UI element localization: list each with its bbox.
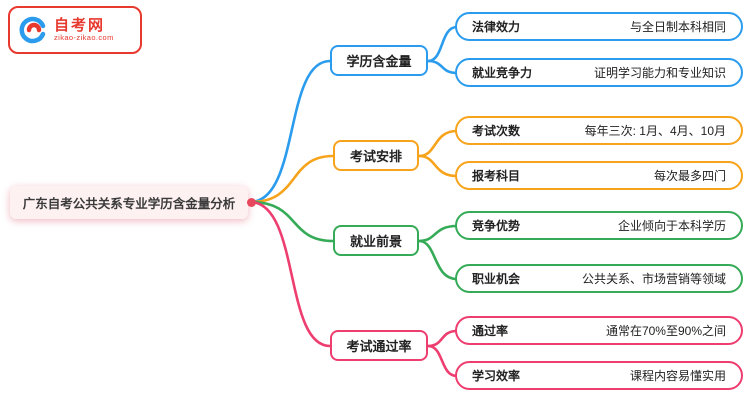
connector-root-to-pass-rate [249, 200, 332, 348]
leaf-study-efficiency: 学习效率 课程内容易懂实用 [455, 361, 743, 390]
leaf-value: 通常在70%至90%之间 [605, 324, 726, 338]
logo-icon [19, 16, 47, 44]
connector-passrate-to-efficiency [426, 344, 459, 378]
leaf-label: 职业机会 [472, 272, 521, 286]
leaf-label: 就业竞争力 [472, 66, 533, 80]
connector-career-to-opportunities [417, 239, 459, 281]
connector-root-to-exam-schedule [249, 154, 335, 204]
leaf-legal-effect: 法律效力 与全日制本科相同 [455, 12, 743, 41]
leaf-label: 法律效力 [472, 20, 521, 34]
branch-career-prospects: 就业前景 [333, 225, 419, 256]
leaf-value: 每年三次: 1月、4月、10月 [584, 124, 726, 138]
connector-degree-value-to-competitiveness [426, 59, 459, 75]
site-name: 自考网 [54, 17, 106, 35]
leaf-label: 学习效率 [472, 369, 521, 383]
leaf-career-opportunities: 职业机会 公共关系、市场营销等领域 [455, 264, 743, 293]
branch-pass-rate: 考试通过率 [330, 330, 428, 361]
connector-passrate-to-rate [426, 329, 459, 348]
branch-degree-value: 学历含金量 [330, 45, 428, 76]
leaf-value: 课程内容易懂实用 [629, 369, 726, 383]
leaf-value: 证明学习能力和专业知识 [593, 66, 726, 80]
connector-exam-schedule-to-subjects [417, 154, 459, 178]
leaf-competitive-advantage: 竞争优势 企业倾向于本科学历 [455, 211, 743, 240]
leaf-label: 报考科目 [472, 169, 521, 183]
leaf-value: 公共关系、市场营销等领域 [581, 272, 726, 286]
branch-exam-schedule: 考试安排 [333, 140, 419, 171]
leaf-label: 通过率 [472, 324, 509, 338]
connector-career-to-advantage [417, 224, 459, 243]
leaf-exam-subjects: 报考科目 每次最多四门 [455, 161, 743, 190]
leaf-value: 企业倾向于本科学历 [617, 219, 726, 233]
leaf-pass-rate: 通过率 通常在70%至90%之间 [455, 316, 743, 345]
leaf-label: 竞争优势 [472, 219, 521, 233]
site-logo: 自考网 zikao-zikao.com [8, 6, 142, 54]
leaf-value: 每次最多四门 [653, 169, 726, 183]
leaf-label: 考试次数 [472, 124, 521, 138]
leaf-employment-competitiveness: 就业竞争力 证明学习能力和专业知识 [455, 58, 743, 87]
root-node: 广东自考公共关系专业学历含金量分析 [10, 186, 248, 219]
leaf-exam-frequency: 考试次数 每年三次: 1月、4月、10月 [455, 116, 743, 145]
root-connector-dot [247, 198, 256, 207]
connector-exam-schedule-to-frequency [417, 129, 459, 158]
connector-root-to-degree-value [249, 59, 332, 204]
connector-degree-value-to-legal-effect [426, 25, 459, 63]
leaf-value: 与全日制本科相同 [629, 20, 726, 34]
site-url: zikao-zikao.com [54, 33, 114, 43]
connector-root-to-career-prospects [249, 200, 335, 243]
